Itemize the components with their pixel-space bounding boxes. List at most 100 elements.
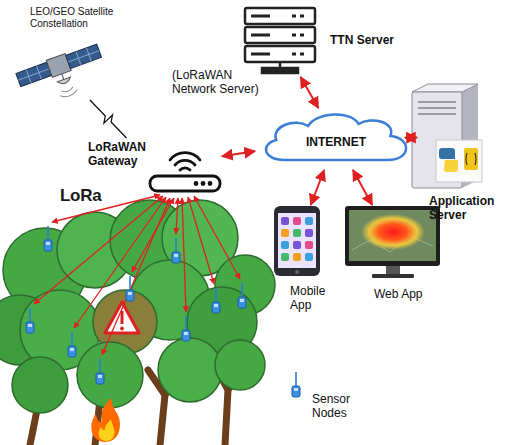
node-text: INTERNET xyxy=(255,135,417,149)
internet-cloud: INTERNET xyxy=(255,108,417,170)
web-app-node: Web App xyxy=(345,205,440,279)
satellite-icon xyxy=(15,42,110,110)
mobile-phone-icon xyxy=(305,253,313,261)
application-server-icon xyxy=(466,153,476,165)
mobile-phone-icon xyxy=(281,217,313,261)
radio-links xyxy=(34,196,163,304)
mobile-phone-icon xyxy=(305,229,313,237)
sensor-icons xyxy=(26,308,34,333)
gateway-icon xyxy=(202,183,204,185)
warning-sign xyxy=(105,302,139,333)
radio-links xyxy=(34,195,240,355)
monitor-icon xyxy=(372,274,414,278)
application-server-icon xyxy=(436,140,482,182)
fire-icon xyxy=(91,398,120,442)
server-rack-icon xyxy=(262,68,298,73)
gateway-icon xyxy=(175,160,195,165)
sensor-icons xyxy=(238,283,246,308)
tree-canopies xyxy=(158,338,222,402)
monitor-icon xyxy=(349,210,436,261)
mobile-phone-icon xyxy=(293,229,301,237)
network-arrow xyxy=(405,137,417,139)
application-server-icon xyxy=(412,84,482,188)
sensor-icons xyxy=(182,316,190,341)
application-server-icon xyxy=(418,102,456,114)
node-text: TTN Server xyxy=(330,33,410,47)
radio-links xyxy=(176,198,178,234)
node-text: Mobile App xyxy=(290,284,340,313)
application-server-icon xyxy=(464,148,478,170)
warning-sign xyxy=(121,311,124,324)
mobile-phone-icon xyxy=(295,270,299,274)
monitor-icon xyxy=(345,206,440,278)
server-rack-icon xyxy=(245,8,315,73)
monitor-icon xyxy=(386,266,400,274)
application-server-node: Application Server xyxy=(405,84,483,190)
gateway-icon xyxy=(195,183,197,185)
mobile-phone-icon xyxy=(293,241,301,249)
satellite-icon xyxy=(16,62,52,86)
tree-canopies xyxy=(12,357,68,413)
network-arrow xyxy=(311,170,324,205)
sensor-icons xyxy=(126,276,134,301)
node-text: Application Server xyxy=(429,194,503,223)
radio-links xyxy=(194,196,240,279)
gateway-icon xyxy=(170,153,200,160)
warning-sign xyxy=(105,302,139,333)
mobile-phone-icon xyxy=(281,253,289,261)
gateway-icon xyxy=(150,176,220,191)
satellite-icon xyxy=(66,44,102,68)
lora-logo: LoRa xyxy=(60,186,101,206)
sensor-icons xyxy=(68,332,76,357)
fire-icon xyxy=(91,398,120,442)
server-rack-icon xyxy=(292,16,304,54)
satellite-icon xyxy=(16,62,52,86)
sensor-legend-node: Sensor Nodes xyxy=(286,368,308,402)
application-server-icon xyxy=(444,160,458,172)
tree-canopies xyxy=(77,342,143,408)
sensor-icons xyxy=(172,238,180,263)
warning-sign xyxy=(120,327,124,331)
gateway-icon xyxy=(150,153,220,191)
fire-icon xyxy=(99,419,115,441)
mobile-phone-icon xyxy=(281,229,289,237)
mobile-phone-icon xyxy=(274,206,320,276)
wireless-link xyxy=(90,100,127,138)
radio-links xyxy=(102,198,170,355)
monitor-icon xyxy=(361,214,425,250)
sensor-icons xyxy=(26,226,300,397)
sensor-icons xyxy=(292,372,300,397)
mobile-app-node: Mobile App xyxy=(272,205,322,277)
mobile-phone-icon xyxy=(281,241,289,249)
node-text: (LoRaWAN Network Server) xyxy=(172,68,267,97)
mobile-phone-icon xyxy=(274,206,320,276)
server-node: TTN Server(LoRaWAN Network Server) xyxy=(240,5,320,77)
application-server-icon xyxy=(412,84,478,92)
gateway-icon xyxy=(180,168,190,170)
application-server-icon xyxy=(439,148,455,159)
mobile-phone-icon xyxy=(293,253,301,261)
mobile-phone-icon xyxy=(293,217,301,225)
mobile-phone-icon xyxy=(278,213,316,268)
network-arrow xyxy=(301,77,319,108)
network-arrow xyxy=(353,170,372,205)
radio-links xyxy=(188,197,214,284)
monitor-icon xyxy=(345,206,440,266)
satellite-node: LEO/GEO Satellite Constellation xyxy=(15,38,105,100)
network-arrow xyxy=(222,151,255,156)
sensor-icons xyxy=(44,226,52,251)
sensor-icons xyxy=(96,359,104,384)
node-text: LEO/GEO Satellite Constellation xyxy=(30,6,125,30)
sensor-icons xyxy=(212,288,220,313)
gateway-node: LoRaWAN Gateway xyxy=(86,138,222,195)
tree-canopies xyxy=(215,340,265,390)
radio-links xyxy=(132,198,174,272)
node-text: Web App xyxy=(374,287,444,301)
tree-canopies xyxy=(0,200,275,413)
node-text: Sensor Nodes xyxy=(312,392,367,421)
satellite-icon xyxy=(66,44,102,68)
server-rack-icon xyxy=(251,16,270,54)
